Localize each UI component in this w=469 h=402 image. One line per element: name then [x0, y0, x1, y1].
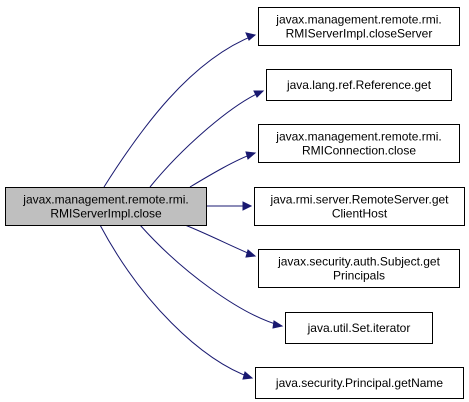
target-node-label-line: RMIConnection.close [302, 144, 416, 158]
target-node-box [258, 124, 460, 163]
target-node-label-line: java.util.Set.iterator [307, 321, 411, 335]
arrowhead-icon [253, 90, 265, 98]
arrowhead-icon [245, 249, 257, 258]
arrowhead-icon [245, 151, 257, 160]
source-node-label-line: RMIServerImpl.close [50, 207, 162, 221]
target-node[interactable]: javax.security.auth.Subject.getPrincipal… [258, 249, 460, 288]
target-node-label-line: ClientHost [332, 207, 388, 221]
call-edge [189, 151, 257, 188]
target-node-box [258, 249, 460, 288]
target-node-label-line: javax.management.remote.rmi. [275, 13, 441, 27]
edge-line [184, 224, 256, 257]
target-node[interactable]: java.util.Set.iterator [285, 312, 433, 344]
call-edge [99, 224, 254, 380]
call-edge [139, 224, 284, 329]
target-node-label-line: javax.management.remote.rmi. [275, 130, 441, 144]
call-edges [99, 32, 284, 380]
target-node-label-line: javax.security.auth.Subject.get [277, 255, 441, 269]
edge-line [139, 224, 283, 327]
target-node[interactable]: java.rmi.server.RemoteServer.getClientHo… [254, 187, 465, 226]
edge-line [189, 152, 256, 188]
target-node-label-line: java.lang.ref.Reference.get [286, 78, 432, 92]
arrowhead-icon [242, 371, 254, 380]
source-node[interactable]: javax.management.remote.rmi.RMIServerImp… [5, 187, 207, 226]
target-node-label-line: Principals [333, 269, 385, 283]
call-edge [149, 90, 265, 188]
target-node[interactable]: javax.management.remote.rmi.RMIServerImp… [258, 7, 460, 46]
source-node-label-line: javax.management.remote.rmi. [22, 193, 188, 207]
call-edge [206, 201, 253, 211]
arrowhead-icon [272, 320, 284, 329]
arrowhead-icon [242, 201, 253, 211]
call-edge [103, 32, 257, 188]
target-node-label-line: java.security.Principal.getName [275, 376, 444, 390]
target-node[interactable]: java.lang.ref.Reference.get [266, 69, 452, 101]
target-node-label-line: RMIServerImpl.closeServer [286, 27, 433, 41]
target-node-box [255, 367, 464, 399]
edge-line [99, 224, 253, 379]
source-node-box [5, 187, 207, 226]
target-node[interactable]: java.security.Principal.getName [255, 367, 464, 399]
target-node-box [258, 7, 460, 46]
target-node-box [254, 187, 465, 226]
target-node[interactable]: javax.management.remote.rmi.RMIConnectio… [258, 124, 460, 163]
target-node-box [266, 69, 452, 101]
edge-line [103, 34, 256, 188]
arrowhead-icon [245, 32, 257, 41]
target-node-label-line: java.rmi.server.RemoteServer.get [269, 193, 449, 207]
target-node-box [285, 312, 433, 344]
edge-line [149, 90, 264, 188]
call-edge [184, 224, 257, 258]
call-nodes: javax.management.remote.rmi.RMIServerImp… [5, 7, 465, 399]
